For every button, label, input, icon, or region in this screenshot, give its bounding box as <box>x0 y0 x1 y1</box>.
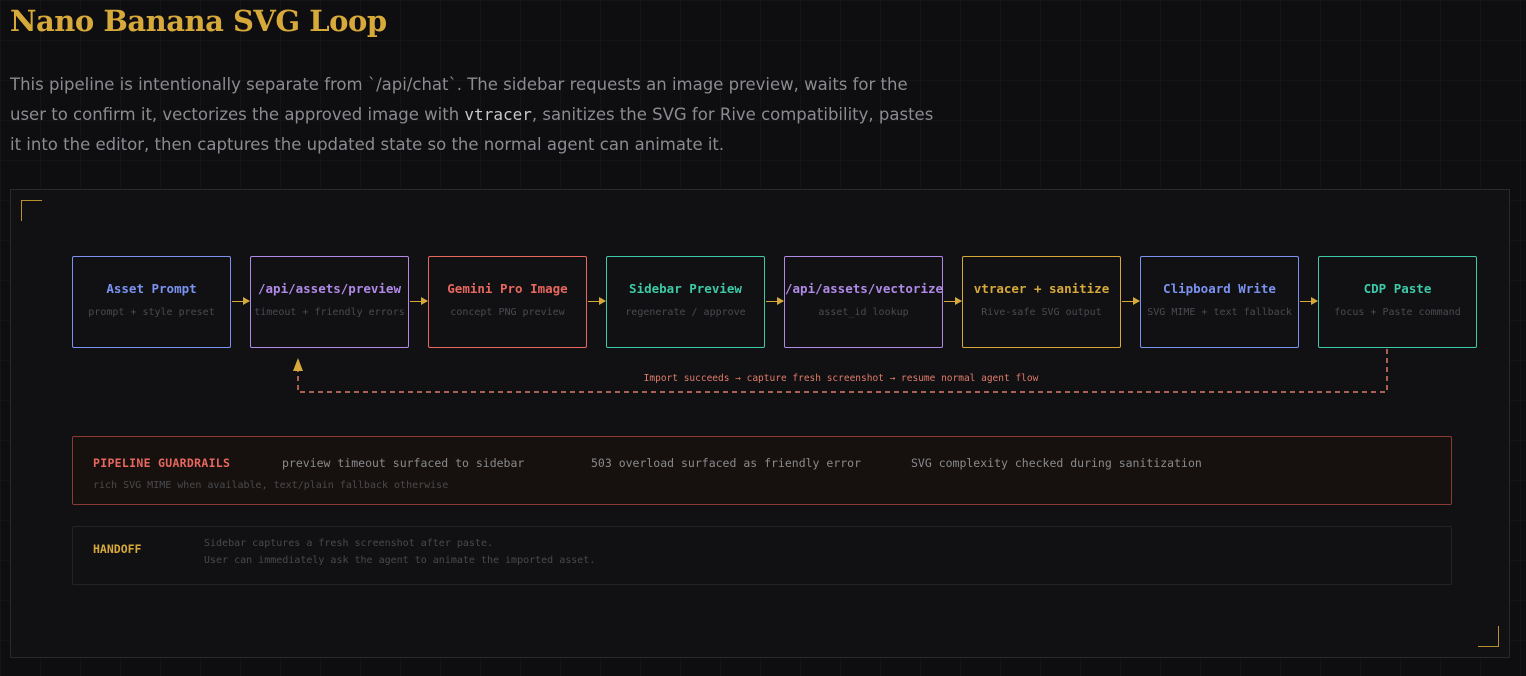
feedback-loop-label: Import succeeds → capture fresh screensh… <box>643 373 1039 384</box>
node-subtitle: prompt + style preset <box>88 307 215 318</box>
flow-arrow <box>410 297 428 305</box>
intro-code-vtracer: vtracer <box>464 105 532 124</box>
flow-arrow <box>1122 297 1140 305</box>
guardrails-subtitle: rich SVG MIME when available, text/plain… <box>93 480 449 491</box>
node-title: Clipboard Write <box>1163 281 1276 296</box>
node-title: /api/assets/vectorize <box>785 281 943 296</box>
corner-bracket-top-left <box>21 200 42 221</box>
node-api-assets-preview: /api/assets/preview timeout + friendly e… <box>250 256 409 348</box>
handoff-box: HANDOFF Sidebar captures a fresh screens… <box>72 526 1452 585</box>
flow-arrow <box>588 297 606 305</box>
intro-text-start: This pipeline is intentionally separate … <box>10 75 908 124</box>
corner-bracket-bottom-right <box>1478 626 1499 647</box>
node-subtitle: Rive-safe SVG output <box>981 307 1102 318</box>
node-subtitle: SVG MIME + text fallback <box>1147 307 1292 318</box>
page-title: Nano Banana SVG Loop <box>10 4 387 38</box>
feedback-loop <box>293 349 1388 393</box>
node-title: Gemini Pro Image <box>447 281 568 296</box>
node-title: vtracer + sanitize <box>973 281 1110 296</box>
feedback-loop-arrowhead <box>293 358 303 371</box>
node-vtracer-sanitize: vtracer + sanitize Rive-safe SVG output <box>962 256 1121 348</box>
flow-arrow <box>766 297 784 305</box>
node-api-assets-vectorize: /api/assets/vectorize asset_id lookup <box>784 256 943 348</box>
node-subtitle: concept PNG preview <box>450 307 565 318</box>
node-clipboard-write: Clipboard Write SVG MIME + text fallback <box>1140 256 1299 348</box>
flow-arrow <box>1300 297 1318 305</box>
handoff-title: HANDOFF <box>93 542 142 556</box>
intro-paragraph: This pipeline is intentionally separate … <box>10 70 940 160</box>
node-asset-prompt: Asset Prompt prompt + style preset <box>72 256 231 348</box>
node-title: CDP Paste <box>1363 281 1432 296</box>
guardrail-item: preview timeout surfaced to sidebar <box>282 456 525 470</box>
flow-arrow <box>232 297 250 305</box>
node-gemini-pro-image: Gemini Pro Image concept PNG preview <box>428 256 587 348</box>
node-subtitle: regenerate / approve <box>625 307 746 318</box>
feedback-loop-line <box>297 349 1388 393</box>
node-subtitle: asset_id lookup <box>818 307 909 318</box>
pipeline-guardrails: PIPELINE GUARDRAILS preview timeout surf… <box>72 436 1452 505</box>
diagram-panel: Asset Prompt prompt + style preset /api/… <box>10 189 1510 658</box>
flow-arrow <box>944 297 962 305</box>
handoff-line: Sidebar captures a fresh screenshot afte… <box>204 538 493 549</box>
guardrail-item: SVG complexity checked during sanitizati… <box>911 456 1202 470</box>
node-cdp-paste: CDP Paste focus + Paste command <box>1318 256 1477 348</box>
intro-text-end: , sanitizes the SVG for Rive compatibili… <box>10 105 934 154</box>
node-sidebar-preview: Sidebar Preview regenerate / approve <box>606 256 765 348</box>
guardrail-item: 503 overload surfaced as friendly error <box>591 456 862 470</box>
node-title: /api/assets/preview <box>258 281 401 296</box>
handoff-line: User can immediately ask the agent to an… <box>204 555 596 566</box>
node-subtitle: focus + Paste command <box>1334 307 1461 318</box>
node-title: Asset Prompt <box>106 281 197 296</box>
node-title: Sidebar Preview <box>629 281 742 296</box>
node-subtitle: timeout + friendly errors <box>254 307 405 318</box>
guardrails-title: PIPELINE GUARDRAILS <box>93 456 231 470</box>
